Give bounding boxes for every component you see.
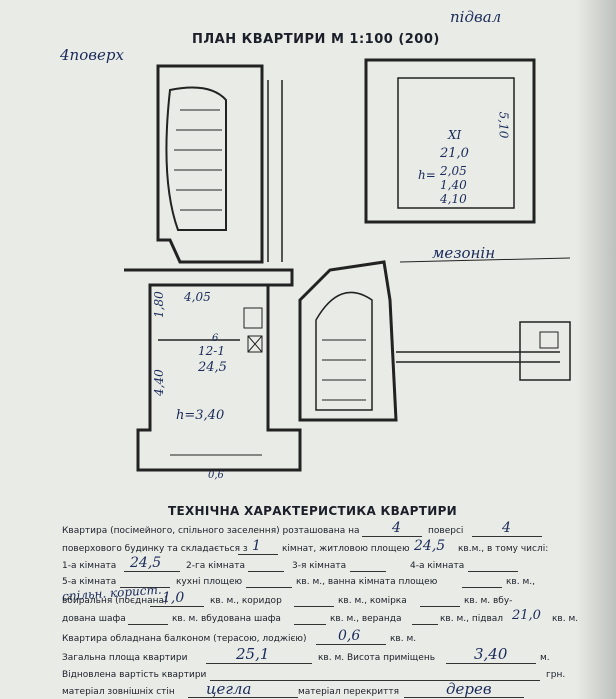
row3-bathroom: кв. м., ванна кімната площею xyxy=(296,577,438,587)
dim-side-a: 1,80 xyxy=(152,291,166,318)
basement-label: підвал xyxy=(450,8,502,26)
row5-suffix: кв. м. xyxy=(552,614,579,624)
row1-living-area: 24,5 xyxy=(414,538,446,554)
balcony-area: 0,6 xyxy=(208,470,224,481)
row5-closet: дована шафа xyxy=(62,614,126,624)
row4-corridor: кв. м., коридор xyxy=(210,596,282,606)
row5-basement-value: 21,0 xyxy=(512,608,541,623)
row4-toilet-value: 1,0 xyxy=(162,590,185,606)
basement-depth: 5,10 xyxy=(496,111,511,139)
row0-floor: 4 xyxy=(392,520,401,536)
row9-floor-material: дерев xyxy=(446,680,492,698)
room-area: 24,5 xyxy=(198,360,227,375)
row9-wall-material: цегла xyxy=(206,680,252,698)
row0-prefix: Квартира (посімейного, спільного заселен… xyxy=(62,526,360,536)
row5-basement: кв. м., підвал xyxy=(440,614,504,624)
row2-room1-value: 24,5 xyxy=(130,555,162,571)
basement-height-b: 1,40 xyxy=(440,178,467,192)
room-number: 12-1 xyxy=(198,344,225,358)
row2-room4: 4-а кімната xyxy=(410,561,465,571)
plan-title: ПЛАН КВАРТИРИ М 1:100 (200) xyxy=(192,32,440,47)
row2-room1: 1-а кімната xyxy=(62,561,117,571)
row8-prefix: Відновлена вартість квартири xyxy=(62,670,207,680)
row7-mid: кв. м. Висота приміщень xyxy=(318,653,436,663)
row6-prefix: Квартира обладнана балконом (терасою, ло… xyxy=(62,634,307,644)
row3-suffix: кв. м., xyxy=(506,577,535,587)
section-title: ТЕХНІЧНА ХАРАКТЕРИСТИКА КВАРТИРИ xyxy=(168,504,458,518)
dim-side-b: 4,40 xyxy=(152,369,166,396)
row1-rooms: 1 xyxy=(252,538,261,554)
basement-height-a-value: 2,05 xyxy=(440,164,467,178)
row5-closet2: кв. м. вбудована шафа xyxy=(172,614,281,624)
floor-plan-drawing xyxy=(124,58,571,472)
row9-mid: матеріал перекриття xyxy=(298,687,399,697)
basement-width: 4,10 xyxy=(440,192,467,206)
mezzanine-label: мезонін xyxy=(432,244,496,262)
row7-height: 3,40 xyxy=(474,645,508,663)
row2-room3: 3-я кімната xyxy=(292,561,347,571)
row0-floors-total: 4 xyxy=(502,520,511,536)
floor-label: 4поверх xyxy=(60,46,124,64)
row1-mid: кімнат, житловою площею xyxy=(282,544,410,554)
row4-toilet: вбиральня (поєднана) xyxy=(62,596,168,606)
row6-suffix: кв. м. xyxy=(390,634,417,644)
row9-prefix: матеріал зовнішніх стін xyxy=(62,687,175,697)
dim-top: 4,05 xyxy=(184,290,211,304)
row3-kitchen: кухні площею xyxy=(176,577,243,587)
row2-room2: 2-га кімната xyxy=(186,561,245,571)
row3-room5: 5-а кімната xyxy=(62,577,117,587)
basement-height-a: h= xyxy=(418,168,436,182)
row7-total-area: 25,1 xyxy=(236,645,270,663)
basement-area: 21,0 xyxy=(440,146,469,161)
row1-suffix: кв.м., в тому числі: xyxy=(458,544,549,554)
row4-suffix: кв. м. вбу- xyxy=(464,596,513,606)
basement-room-number: XI xyxy=(448,128,462,142)
row5-veranda: кв. м., веранда xyxy=(330,614,402,624)
row7-suffix: м. xyxy=(540,653,550,663)
row1-prefix: поверхового будинку та складається з xyxy=(62,544,248,554)
small-room-number: 6 xyxy=(212,333,219,344)
row8-suffix: грн. xyxy=(546,670,566,680)
row6-balcony: 0,6 xyxy=(338,628,361,644)
row4-pantry: кв. м., комірка xyxy=(338,596,407,606)
room-height: h=3,40 xyxy=(176,408,225,423)
row7-prefix: Загальна площа квартири xyxy=(62,653,188,663)
row0-mid: поверсі xyxy=(428,526,464,536)
